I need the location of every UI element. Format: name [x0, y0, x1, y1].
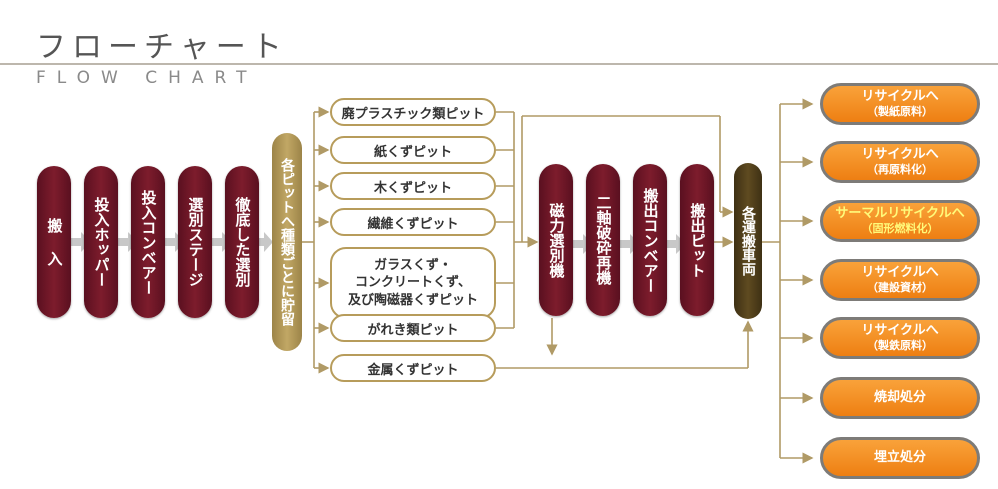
output-sub: （建設資材） [867, 281, 933, 295]
machine-out-pit: 搬出ピット [680, 164, 714, 316]
output-title: リサイクルへ [861, 147, 939, 162]
pit-line: コンクリートくず、 [354, 275, 472, 291]
arrow-step-5 [258, 232, 273, 252]
output-landfill: 埋立処分 [820, 437, 980, 479]
pit-metal: 金属くずピット [330, 354, 496, 382]
pit-line: 及び陶磁器くずピット [347, 292, 478, 308]
pit-wood: 木くずピット [330, 172, 496, 200]
output-recycle-paper: リサイクルへ （製紙原料） [820, 83, 980, 125]
output-incineration: 焼却処分 [820, 377, 980, 419]
output-recycle-steel: リサイクルへ （製鉄原料） [820, 317, 980, 359]
machine-out-conveyor: 搬出コンベアー [633, 164, 667, 316]
machine-magnetic-separator: 磁力選別機 [539, 164, 573, 316]
pit-glass-concrete-ceramic: ガラスくず・ コンクリートくず、 及び陶磁器くずピット [330, 247, 496, 319]
storage-label: 各ピットへ種類ごとに貯留 [279, 158, 295, 326]
page-title: フローチャート [36, 30, 288, 65]
output-title: 焼却処分 [873, 389, 926, 405]
pit-line: ガラスくず・ [374, 257, 452, 273]
step-label: 徹底した選別 [233, 197, 252, 287]
step-hopper: 投入ホッパー [84, 166, 118, 318]
output-sub: （再原料化） [867, 163, 933, 177]
page-subtitle: FLOW CHART [36, 68, 258, 88]
pit-fiber: 繊維くずピット [330, 208, 496, 236]
machine-label: 搬出コンベアー [641, 187, 660, 293]
step-label: 選別ステージ [186, 197, 205, 287]
machine-label: 磁力選別機 [547, 202, 566, 278]
output-thermal-recycle: サーマルリサイクルへ （固形燃料化） [820, 200, 980, 242]
step-label: 投入コンベアー [139, 189, 158, 295]
output-sub: （製紙原料） [867, 105, 933, 119]
step-thorough-sorting: 徹底した選別 [225, 166, 259, 318]
machine-label: 搬出ピット [688, 202, 707, 278]
pit-plastic: 廃プラスチック類ピット [330, 98, 496, 126]
step-sorting-stage: 選別ステージ [178, 166, 212, 318]
step-label: 投入ホッパー [92, 197, 111, 287]
output-title: サーマルリサイクルへ [835, 206, 965, 221]
machine-label: 二軸破砕再機 [594, 195, 613, 285]
output-title: リサイクルへ [861, 265, 939, 280]
output-recycle-material: リサイクルへ （再原料化） [820, 141, 980, 183]
step-label: 搬 入 [45, 218, 64, 266]
output-title: 埋立処分 [873, 449, 926, 465]
vehicle-pill: 各運搬車両 [734, 163, 762, 319]
machine-crusher: 二軸破砕再機 [586, 164, 620, 316]
storage-pill: 各ピットへ種類ごとに貯留 [272, 133, 302, 351]
output-recycle-construction: リサイクルへ （建設資材） [820, 259, 980, 301]
output-title: リサイクルへ [861, 89, 939, 104]
vehicle-label: 各運搬車両 [740, 206, 756, 276]
step-carry-in: 搬 入 [37, 166, 71, 318]
output-title: リサイクルへ [861, 323, 939, 338]
output-sub: （固形燃料化） [861, 222, 939, 236]
pit-rubble: がれき類ピット [330, 314, 496, 342]
title-divider [0, 63, 998, 65]
output-sub: （製鉄原料） [867, 339, 933, 353]
step-conveyor: 投入コンベアー [131, 166, 165, 318]
pit-paper: 紙くずピット [330, 136, 496, 164]
